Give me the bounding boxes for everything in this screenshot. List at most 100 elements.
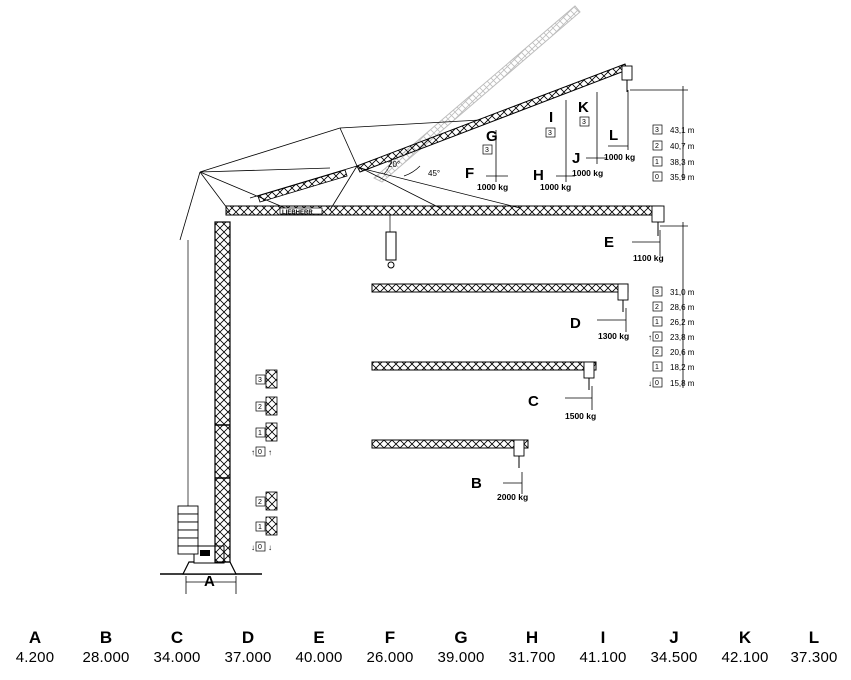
counterweight-stack [177,240,199,555]
load-j: 1000 kg [572,168,603,178]
svg-text:18,2 m: 18,2 m [670,363,695,372]
crane-base [160,545,262,575]
svg-text:0: 0 [655,334,659,341]
svg-text:2: 2 [258,499,262,506]
svg-text:1: 1 [655,319,659,326]
dim-col-c: C 34.000 [142,628,212,668]
dim-letter: I [600,628,606,647]
arrow-down-icon: ↓ [648,379,652,388]
svg-text:28,6 m: 28,6 m [670,303,695,312]
dim-letter: B [99,628,113,647]
dim-value: 42.100 [721,649,769,666]
label-k: K [578,99,589,116]
label-h: H [533,167,544,184]
boom-boxes: 3 3 3 [482,116,590,155]
angle-marks: 20° 45° [383,157,440,178]
dim-col-b: B 28.000 [71,628,141,668]
load-c: 1500 kg [565,411,596,421]
dim-letter: G [454,628,468,647]
dim-value: 34.500 [650,649,698,666]
tower-sections-upper: 3 2 1 ↑ 0 ↑ [251,369,278,457]
svg-text:2: 2 [655,143,659,150]
label-e: E [604,234,614,251]
dim-col-a: A 4.200 [0,628,70,668]
dim-value: 4.200 [15,649,55,666]
load-l: 1000 kg [604,152,635,162]
svg-text:1: 1 [655,159,659,166]
length-40: 40,7 m [670,142,695,151]
svg-text:1: 1 [258,524,262,531]
svg-text:0: 0 [655,174,659,181]
boom-luffed-20 [356,63,633,173]
svg-text:3: 3 [655,127,659,134]
dim-value: 41.100 [579,649,627,666]
svg-text:2: 2 [655,304,659,311]
dim-col-h: H 31.700 [497,628,567,668]
dim-letter: E [313,628,325,647]
crane-tower [214,221,231,563]
dim-col-e: E 40.000 [284,628,354,668]
svg-text:3: 3 [258,377,262,384]
label-b: B [471,475,482,492]
dim-col-k: K 42.100 [710,628,780,668]
tower-sections-lower: 2 1 ↓ 0 ↓ [251,491,278,552]
dim-value: 34.000 [153,649,201,666]
angle-45: 45° [428,169,440,178]
svg-text:2: 2 [258,404,262,411]
label-f: F [465,165,474,182]
dim-col-j: J 34.500 [639,628,709,668]
svg-text:1: 1 [258,430,262,437]
svg-text:0: 0 [258,449,262,456]
load-h: 1000 kg [540,182,571,192]
svg-text:0: 0 [655,380,659,387]
crane-diagram: 20° 45° LIEBHERR [160,5,695,594]
load-f: 1000 kg [477,182,508,192]
label-j: J [572,150,580,167]
load-e: 1100 kg [633,253,664,263]
boom-raised-gray [373,5,581,183]
dim-col-d: D 37.000 [213,628,283,668]
label-i: I [549,109,553,126]
dim-col-g: G 39.000 [426,628,496,668]
svg-text:↓: ↓ [268,543,272,552]
svg-text:26,2 m: 26,2 m [670,318,695,327]
box-i: 3 [548,130,552,137]
brand-strip [257,169,348,203]
jib-lengths-lower: 3 31,0 m 2 28,6 m 1 26,2 m ↑ 0 23,8 m 2 … [648,286,695,388]
box-k: 3 [582,119,586,126]
dim-letter: J [669,628,679,647]
load-d: 1300 kg [598,331,629,341]
measure-lines [185,86,688,594]
dim-letter: A [28,628,42,647]
dimension-table: A 4.200 B 28.000 C 34.000 D 37.000 E 40.… [0,628,851,678]
length-43: 43,1 m [670,126,695,135]
label-l: L [609,127,618,144]
svg-text:15,8 m: 15,8 m [670,379,695,388]
dim-col-f: F 26.000 [355,628,425,668]
label-a: A [204,573,215,590]
svg-text:↑: ↑ [251,448,255,457]
label-d: D [570,315,581,332]
svg-text:↓: ↓ [251,543,255,552]
jib-config-b [371,439,529,468]
dim-letter: K [738,628,752,647]
svg-text:2: 2 [655,349,659,356]
brand-label: LIEBHERR [282,210,313,216]
dim-value: 37.000 [224,649,272,666]
dim-value: 28.000 [82,649,130,666]
svg-text:0: 0 [258,544,262,551]
svg-text:20,6 m: 20,6 m [670,348,695,357]
svg-text:1: 1 [655,364,659,371]
dim-value: 26.000 [366,649,414,666]
box-g: 3 [485,147,489,154]
length-35: 35,9 m [670,173,695,182]
label-c: C [528,393,539,410]
label-g: G [486,128,498,145]
dim-letter: L [808,628,820,647]
dim-value: 39.000 [437,649,485,666]
angle-20: 20° [388,160,400,169]
dim-value: 40.000 [295,649,343,666]
svg-text:↑: ↑ [268,448,272,457]
jib-config-d [371,283,629,312]
dim-letter: H [525,628,539,647]
